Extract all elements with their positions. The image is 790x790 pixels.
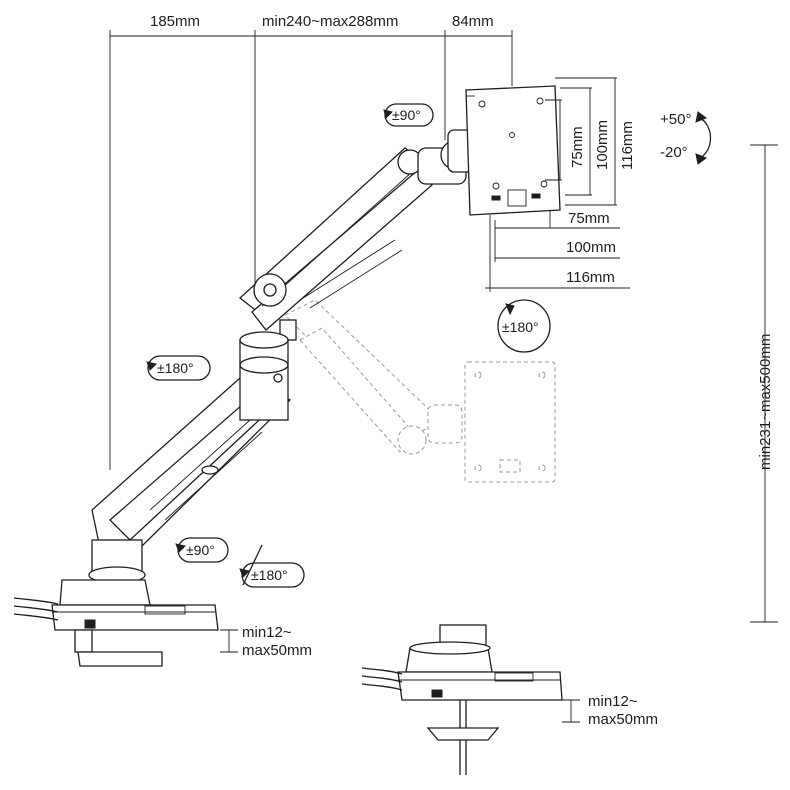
dim-arm-reach-base: 185mm bbox=[150, 13, 200, 30]
rotate-arrow-icon bbox=[497, 299, 551, 353]
dim-vesa-v-75: 75mm bbox=[569, 126, 586, 168]
rotation-base-90: ±90° bbox=[175, 537, 229, 563]
ghost-vesa-holes bbox=[474, 371, 546, 473]
rotation-screen: ±180° bbox=[497, 299, 551, 353]
rotation-elbow-label: ±180° bbox=[157, 360, 194, 376]
tilt-down-label: -20° bbox=[660, 144, 688, 161]
clamp-base bbox=[13, 539, 219, 667]
dim-vesa-v-100: 100mm bbox=[594, 120, 611, 170]
rotation-base-180-label: ±180° bbox=[251, 567, 288, 583]
rotation-head-swivel-label: ±90° bbox=[392, 107, 421, 123]
grommet-thickness-dimension: min12~ max50mm bbox=[562, 693, 658, 728]
clamp-thickness-line1: min12~ bbox=[242, 624, 292, 641]
dim-arm-reach-range: min240~max288mm bbox=[262, 13, 398, 30]
dim-head-offset: 84mm bbox=[452, 13, 494, 30]
clamp-thickness-line2: max50mm bbox=[242, 642, 312, 659]
dim-vesa-v-116: 116mm bbox=[619, 121, 636, 170]
rotation-divider bbox=[242, 544, 263, 586]
rotation-screen-label: ±180° bbox=[502, 319, 539, 335]
lower-arm bbox=[91, 331, 292, 549]
rotation-elbow: ±180° bbox=[146, 355, 211, 381]
dim-height-range: min231~max500mm bbox=[757, 334, 774, 470]
height-dimension: min231~max500mm bbox=[750, 144, 778, 623]
vesa-plate bbox=[465, 85, 561, 216]
rotation-head-swivel: ±90° bbox=[383, 103, 434, 127]
rotation-base-180: ±180° bbox=[239, 562, 305, 588]
clamp-thickness-dimension: min12~ max50mm bbox=[220, 624, 312, 659]
rotation-base-90-label: ±90° bbox=[186, 542, 215, 558]
tilt-joint bbox=[417, 129, 473, 185]
vesa-dimensions: 75mm 100mm 116mm 75mm 100mm 116mm bbox=[485, 77, 636, 292]
tilt-arc-icon bbox=[699, 117, 712, 159]
grommet-thickness-line1: min12~ bbox=[588, 693, 638, 710]
grommet-base bbox=[361, 624, 563, 775]
grommet-thickness-line2: max50mm bbox=[588, 711, 658, 728]
tilt-up-label: +50° bbox=[660, 111, 691, 128]
upper-arm bbox=[238, 147, 433, 341]
dim-vesa-h-100: 100mm bbox=[566, 239, 616, 256]
tilt-indicator: +50° -20° bbox=[660, 111, 712, 165]
lowered-arm-ghost bbox=[284, 299, 556, 483]
dim-vesa-h-116: 116mm bbox=[566, 269, 615, 286]
dim-vesa-h-75: 75mm bbox=[568, 210, 610, 227]
top-dimensions: 185mm min240~max288mm 84mm bbox=[109, 13, 513, 470]
